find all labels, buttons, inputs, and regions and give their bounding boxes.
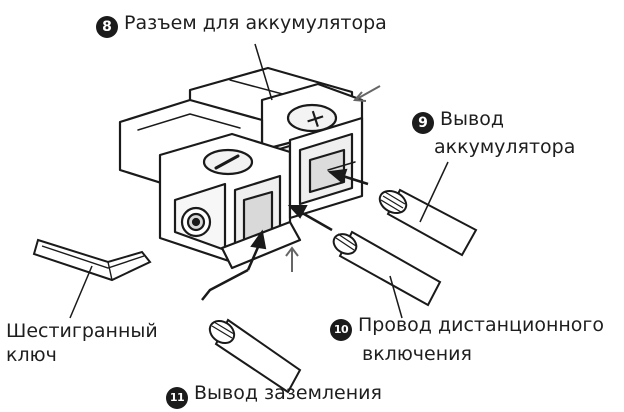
plus-terminal-cap — [286, 103, 338, 133]
badge-10: 10 — [330, 319, 352, 341]
insert-arrow-top — [352, 85, 381, 102]
callout-10: 10 Провод дистанционного включения — [330, 314, 604, 365]
minus-symbol — [214, 154, 240, 170]
battery-wire — [327, 168, 478, 257]
callout-10-line2: включения — [362, 343, 472, 365]
hex-key-line2: ключ — [6, 344, 57, 366]
ground-wire — [201, 229, 302, 394]
badge-11: 11 — [166, 387, 188, 409]
callout-9-line2: аккумулятора — [434, 136, 576, 158]
hex-key-line1: Шестигранный — [6, 320, 158, 342]
leader-10 — [389, 275, 403, 319]
callout-9-line1: Вывод — [440, 108, 504, 130]
badge-8: 8 — [96, 16, 118, 38]
callout-8: 8 Разъем для аккумулятора — [96, 12, 387, 38]
hex-key — [32, 238, 152, 282]
hex-key-label: Шестигранный ключ — [6, 320, 158, 366]
leader-hex — [69, 265, 93, 319]
callout-8-text: Разъем для аккумулятора — [124, 12, 387, 34]
remote-wire — [287, 204, 442, 307]
callout-10-line1: Провод дистанционного — [358, 314, 605, 336]
callout-11-text: Вывод заземления — [194, 382, 382, 404]
badge-9: 9 — [412, 112, 434, 134]
leader-9 — [419, 161, 449, 223]
leader-8 — [254, 43, 273, 101]
insert-arrow-bottom — [285, 246, 299, 272]
callout-11: 11 Вывод заземления — [166, 382, 382, 409]
callout-9: 9 Вывод аккумулятора — [412, 108, 575, 158]
